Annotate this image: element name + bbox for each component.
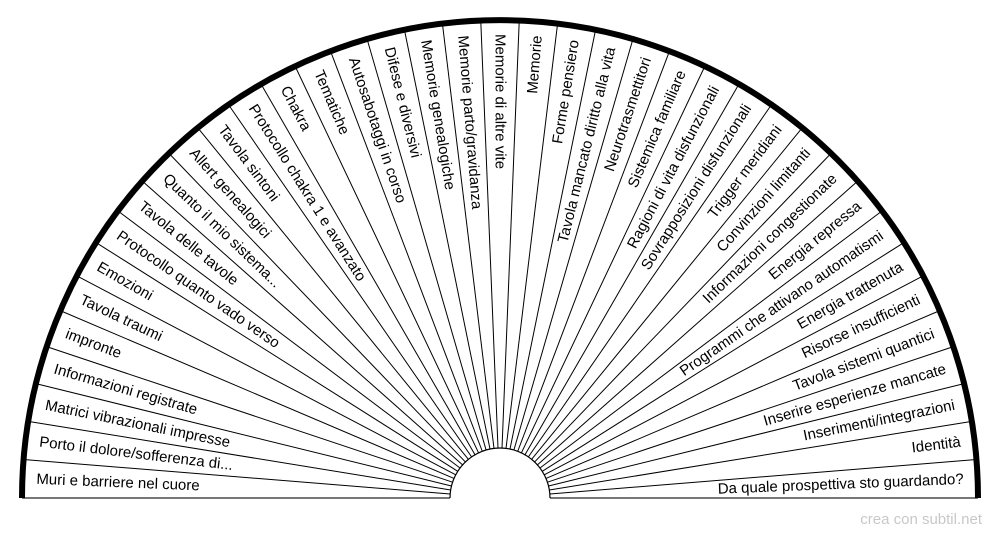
watermark: crea con subtil.net <box>860 511 982 528</box>
sector-divider <box>520 65 706 454</box>
sector-divider <box>95 242 459 472</box>
sector-divider <box>60 310 455 479</box>
sector-divider <box>509 29 597 450</box>
sector-divider <box>441 23 495 449</box>
sector-divider <box>531 127 803 460</box>
sector-divider <box>548 383 965 487</box>
sector-divider <box>260 83 476 455</box>
sector-divider <box>527 104 772 458</box>
sector-divider <box>549 459 977 495</box>
sector-divider <box>545 310 940 479</box>
sector-divider <box>549 420 972 491</box>
sector-divider <box>23 459 451 495</box>
sector-divider <box>547 346 954 483</box>
sector-divider <box>228 104 473 458</box>
sector-divider <box>539 210 883 469</box>
sector-label: Muri e barriere nel cuore <box>36 471 200 495</box>
sector-divider <box>141 180 463 466</box>
sector-divider <box>501 20 520 449</box>
sector-label: Memorie parto/gravidanza <box>454 35 485 211</box>
sector-label: Identità <box>911 434 963 457</box>
sector-divider <box>480 20 499 449</box>
sector-divider <box>28 420 451 491</box>
sector-divider <box>366 38 487 451</box>
sector-divider <box>534 152 832 463</box>
sector-label: Trigger meridiani <box>705 122 786 222</box>
sector-label: impronte <box>63 326 124 363</box>
sector-label: Memorie <box>524 35 546 95</box>
sector-divider <box>513 38 634 451</box>
sector-label: Da quale prospettiva sto guardando? <box>717 471 964 498</box>
sector-divider <box>330 50 483 452</box>
sector-divider <box>403 29 491 450</box>
sector-label: Memorie genealogiche <box>417 39 458 192</box>
sector-divider <box>517 50 670 452</box>
outer-arc <box>19 17 981 499</box>
sector-divider <box>541 242 905 472</box>
inner-arc <box>449 447 551 499</box>
sector-divider <box>46 346 453 483</box>
sector-divider <box>537 180 859 466</box>
sector-divider <box>524 83 740 455</box>
sector-divider <box>544 275 924 476</box>
sector-label: Emozioni <box>94 259 156 305</box>
sector-label: Chakra <box>277 83 315 134</box>
sector-label: Memorie di altre vite <box>492 34 509 169</box>
sector-divider <box>197 127 469 460</box>
sector-divider <box>35 383 452 487</box>
sector-divider <box>505 23 559 449</box>
sector-divider <box>76 275 456 476</box>
sector-label: Tematiche <box>310 68 352 138</box>
sector-divider <box>117 210 461 469</box>
sector-divider <box>294 65 480 454</box>
sector-divider <box>168 152 466 463</box>
